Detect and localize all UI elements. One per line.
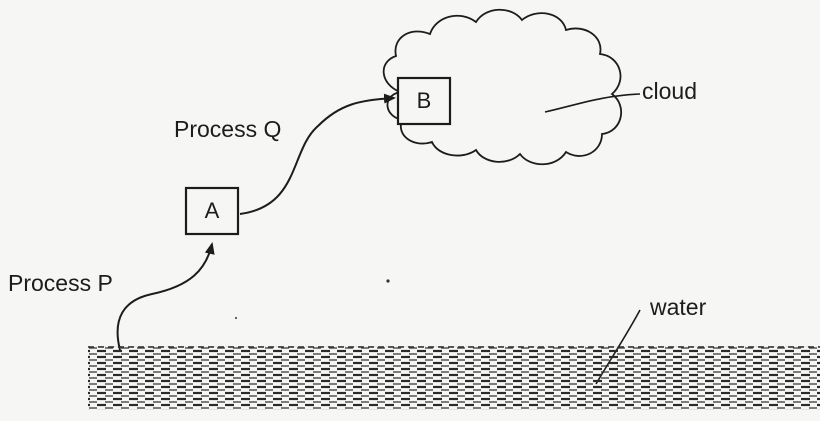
box-a (184, 186, 240, 236)
process-q-arrow (239, 93, 396, 215)
cloud-label: cloud (642, 78, 697, 104)
cloud-shape (382, 8, 622, 166)
water-body (88, 346, 820, 410)
box-a-label: A (204, 198, 220, 223)
box-b (396, 76, 452, 126)
process-q-label: Process Q (174, 116, 282, 142)
stray-dot (386, 279, 390, 283)
process-p-label: Process P (8, 270, 113, 296)
stray-dot (234, 316, 238, 320)
box-b-label: B (416, 88, 432, 113)
process-p-arrow (116, 242, 215, 351)
cloud-leader-line (544, 93, 641, 113)
water-label: water (650, 294, 707, 320)
